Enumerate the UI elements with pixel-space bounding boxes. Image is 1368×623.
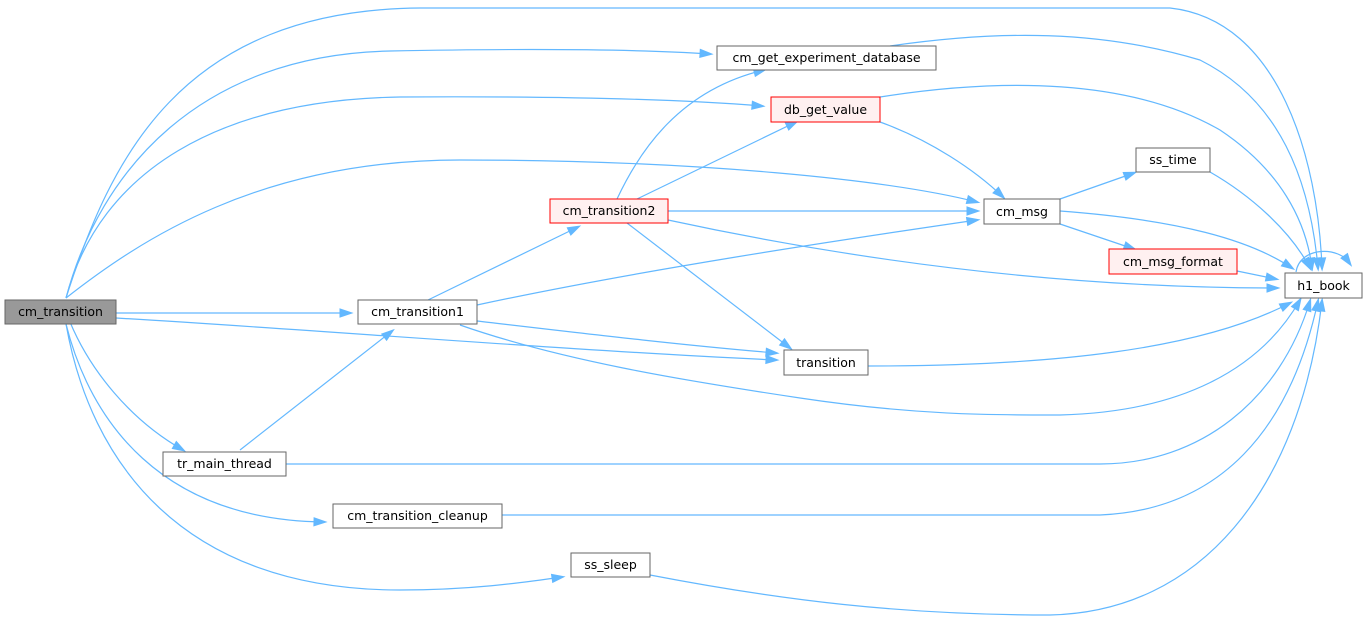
node-label-transition: transition — [796, 355, 856, 370]
node-cm_msg_format[interactable]: cm_msg_format — [1108, 248, 1238, 275]
arrowhead — [1302, 297, 1312, 313]
node-label-ss_sleep: ss_sleep — [584, 557, 637, 572]
node-label-cm_msg_format: cm_msg_format — [1123, 254, 1223, 269]
arrowhead — [965, 216, 981, 227]
edge-cm_msg-to-ss_time — [1059, 172, 1135, 200]
arrowhead — [1280, 258, 1296, 270]
arrowhead — [965, 194, 981, 205]
node-ss_sleep[interactable]: ss_sleep — [570, 552, 651, 578]
node-ss_time[interactable]: ss_time — [1135, 147, 1211, 173]
arrowhead — [1266, 283, 1281, 293]
arrowhead — [1122, 171, 1138, 181]
edge-cm_msg-to-cm_msg_format — [1059, 223, 1135, 250]
arrowhead — [699, 48, 714, 58]
edge-cm_transition-to-transition — [115, 317, 777, 361]
node-label-tr_main_thread: tr_main_thread — [177, 456, 272, 471]
node-cm_transition[interactable]: cm_transition — [4, 299, 117, 325]
node-label-db_get_value: db_get_value — [784, 102, 867, 117]
edge-cm_transition_cleanup-to-h1_book — [502, 300, 1319, 516]
edge-db_get_value-to-h1_book — [879, 84, 1313, 269]
edge-cm_transition-to-tr_main_thread — [69, 321, 184, 451]
node-cm_get_experiment_database[interactable]: cm_get_experiment_database — [716, 45, 937, 71]
edge-cm_get_experiment_database-to-h1_book — [889, 34, 1319, 269]
edge-cm_transition-to-h1_book — [65, 7, 1323, 299]
node-db_get_value[interactable]: db_get_value — [770, 96, 881, 123]
node-label-cm_transition1: cm_transition1 — [371, 304, 464, 319]
edge-cm_transition2-to-h1_book — [667, 219, 1278, 289]
arrowhead — [1312, 257, 1322, 272]
edge-cm_transition-to-ss_sleep — [65, 323, 563, 591]
edge-ss_time-to-h1_book — [1209, 171, 1311, 269]
edge-cm_transition1-to-h1_book — [459, 299, 1301, 416]
node-h1_book[interactable]: h1_book — [1284, 272, 1363, 299]
arrowhead — [992, 186, 1006, 200]
arrowhead — [171, 440, 187, 452]
node-label-cm_transition_cleanup: cm_transition_cleanup — [347, 508, 488, 523]
edge-cm_transition2-to-db_get_value — [636, 121, 797, 200]
nodes-layer: cm_transition cm_transition1 tr_main_thr… — [4, 45, 1363, 578]
edge-tr_main_thread-to-cm_transition1 — [239, 330, 393, 451]
edge-ss_sleep-to-h1_book — [649, 300, 1323, 616]
arrowhead — [550, 573, 566, 584]
edge-cm_transition-to-cm_transition_cleanup — [65, 323, 325, 523]
arrowhead — [1264, 272, 1280, 282]
arrowhead — [778, 337, 793, 351]
arrowhead — [966, 206, 981, 216]
node-cm_transition2[interactable]: cm_transition2 — [549, 198, 669, 224]
node-label-cm_transition: cm_transition — [18, 304, 103, 319]
edge-db_get_value-to-cm_msg — [879, 121, 1004, 198]
edge-cm_transition2-to-cm_get_experiment_database — [616, 69, 765, 200]
arrowhead — [1340, 252, 1353, 267]
edge-cm_transition-to-cm_get_experiment_database — [65, 48, 711, 299]
arrowheads-layer — [171, 48, 1353, 584]
node-label-cm_transition2: cm_transition2 — [563, 203, 656, 218]
edge-transition-to-h1_book — [867, 302, 1291, 367]
arrowhead — [566, 225, 582, 236]
node-cm_transition_cleanup[interactable]: cm_transition_cleanup — [332, 503, 503, 529]
edge-cm_msg-to-h1_book — [1059, 210, 1293, 269]
node-label-cm_msg: cm_msg — [996, 204, 1048, 219]
edge-cm_transition1-to-transition — [476, 320, 777, 354]
node-label-ss_time: ss_time — [1149, 152, 1197, 167]
arrowhead — [1278, 301, 1294, 312]
edge-cm_transition1-to-cm_msg — [476, 219, 978, 306]
node-label-h1_book: h1_book — [1297, 278, 1350, 293]
arrowhead — [751, 100, 766, 110]
arrowhead — [765, 354, 780, 365]
node-cm_msg[interactable]: cm_msg — [983, 198, 1061, 225]
node-tr_main_thread[interactable]: tr_main_thread — [162, 451, 287, 477]
edge-cm_transition2-to-transition — [626, 222, 791, 349]
arrowhead — [380, 328, 395, 342]
edge-cm_transition-to-db_get_value — [65, 96, 763, 299]
edge-cm_transition1-to-cm_transition2 — [427, 226, 579, 301]
edge-cm_transition-to-cm_msg — [65, 159, 978, 299]
node-transition[interactable]: transition — [783, 349, 869, 376]
arrowhead — [1316, 297, 1326, 312]
node-label-cm_get_experiment_database: cm_get_experiment_database — [732, 50, 920, 65]
arrowhead — [313, 517, 328, 527]
arrowhead — [1300, 256, 1312, 272]
arrowhead — [1122, 241, 1138, 251]
edges-layer — [65, 7, 1351, 616]
arrowhead — [1290, 296, 1302, 312]
arrowhead — [765, 347, 780, 357]
edge-tr_main_thread-to-h1_book — [286, 300, 1311, 465]
node-cm_transition1[interactable]: cm_transition1 — [357, 299, 478, 325]
arrowhead — [339, 308, 354, 318]
